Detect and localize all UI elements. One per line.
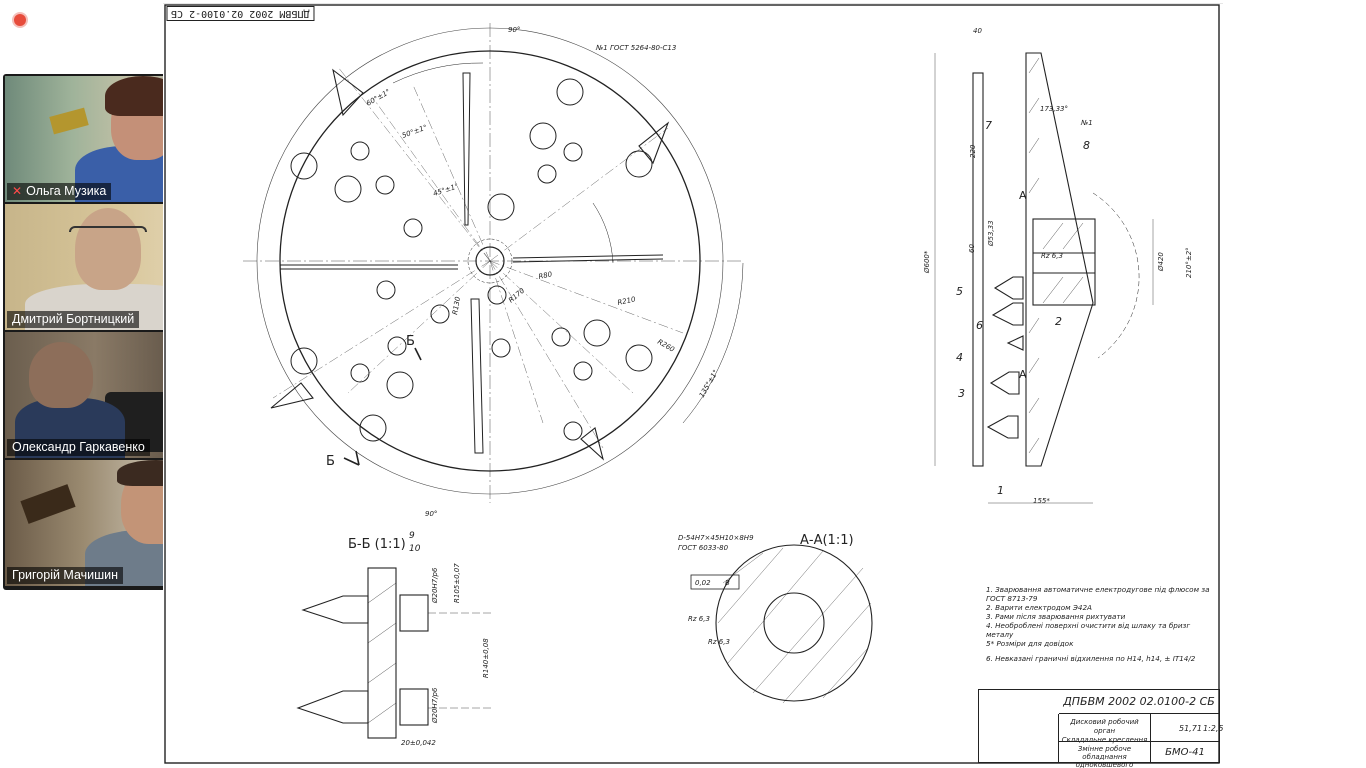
part-7: 7 — [985, 119, 992, 132]
dim-angle60: 60°±1° — [365, 88, 392, 108]
balloon-10: 10 — [409, 544, 421, 554]
participant-name: Григорій Мачишин — [12, 568, 119, 582]
part-4: 4 — [956, 351, 963, 364]
dim-angle210: 210°±2° — [1185, 247, 1193, 278]
section-a-mark-top: A — [1019, 189, 1027, 202]
spline-gost: ГОСТ 6033-80 — [678, 544, 729, 552]
rotated-stamp: ДПБВМ 2002 02.0100-2 СБ — [166, 6, 315, 21]
note-line: 1. Зварювання автоматичне електродуговe … — [986, 585, 1210, 594]
mass-scale-grid: 51,71 1:2,5 — [1151, 714, 1224, 742]
label-b-lower: Б — [326, 454, 335, 469]
roughness-side: Rz 6,3 — [1041, 252, 1063, 260]
part-1: 1 — [997, 484, 1004, 497]
dim-cone-angle: 173,33° — [1040, 105, 1068, 113]
gost-top: №1 ГОСТ 5264-80-С13 — [595, 44, 676, 52]
dim-r130: R130 — [451, 295, 462, 315]
participant-name-tag: Дмитрий Бортницкий — [7, 311, 140, 328]
participant-name-tag: Олександр Гаркавенко — [7, 439, 150, 456]
datum-label: В — [725, 579, 730, 587]
dim-d53: Ø53,33 — [987, 220, 995, 247]
dim-r210: R210 — [617, 295, 637, 307]
dim-220: 220 — [969, 144, 977, 158]
part-5: 5 — [956, 285, 963, 298]
section-aa-title: А-А(1:1) — [800, 533, 854, 548]
dim-20: 20±0,042 — [401, 739, 436, 747]
mass-value: 51,71 — [1179, 724, 1202, 733]
label-b-upper: Б — [406, 334, 415, 349]
section-bb-title: Б-Б (1:1) — [348, 537, 406, 552]
dim-angle90-top: 90° — [508, 26, 520, 34]
part-2: 2 — [1055, 315, 1062, 328]
roughness-aa-2: Rz 6,3 — [708, 638, 730, 646]
recording-indicator-icon — [14, 14, 26, 26]
note-line: 2. Варити електродом Э42А — [986, 603, 1092, 612]
drawing-code: ДПБВМ 2002 02.0100-2 СБ — [1059, 690, 1219, 714]
balloon-9: 9 — [409, 531, 415, 541]
section-a-mark-bottom: A — [1019, 368, 1027, 381]
part-3: 3 — [958, 387, 965, 400]
note-line: 3. Рами після зварювання рихтувати — [986, 612, 1126, 621]
dim-angle90-bottom: 90° — [425, 510, 437, 518]
technical-notes: 1. Зварювання автоматичне електродуговe … — [986, 585, 1210, 663]
drawing-title-block: ДПБВМ 2002 02.0100-2 СБ Дисковий робочий… — [978, 689, 1224, 768]
drawing-canvas: 90° 90° 60°±1° 50°±1° 45°±1° R80 R170 R2… — [163, 3, 1223, 764]
participant-name: Ольга Музика — [26, 184, 107, 198]
group-code: БМО-41 — [1165, 746, 1205, 758]
note-line: 5* Розміри для довідок — [986, 639, 1074, 648]
dim-fit20a: Ø20Н7/р6 — [431, 567, 439, 604]
participant-name-tag: ✕ Ольга Музика — [7, 183, 112, 200]
dim-angle45: 45°±1° — [432, 182, 459, 198]
dim-fit20b: Ø20Н7/р6 — [431, 687, 439, 724]
participant-name-tag: Григорій Мачишин — [7, 567, 124, 584]
note-line: 4. Необроблені поверхні очистити від шла… — [986, 621, 1191, 630]
note-line: ГОСТ 8713-79 — [986, 594, 1038, 603]
section-bb-view — [296, 567, 493, 739]
mic-muted-icon: ✕ — [12, 184, 23, 198]
dim-d600: Ø600* — [923, 250, 931, 274]
dim-r80: R80 — [538, 270, 554, 281]
part-8: 8 — [1083, 139, 1090, 152]
roughness-aa-1: Rz 6,3 — [688, 615, 710, 623]
note-line: металу — [986, 630, 1014, 639]
section-aa-view — [690, 544, 873, 704]
scale-value: 1:2,5 — [1203, 724, 1224, 733]
participant-name: Дмитрий Бортницкий — [12, 312, 135, 326]
signatures-table — [979, 714, 1059, 762]
note-line: 6. Невказані граничні відхилення по Н14,… — [986, 654, 1196, 663]
disc-side-view — [934, 52, 1154, 504]
dim-r170: R170 — [507, 286, 527, 304]
tolerance-value: 0,02 — [695, 579, 711, 587]
weld-mark: №1 — [1080, 119, 1093, 127]
dim-40: 40 — [973, 27, 982, 35]
participant-name: Олександр Гаркавенко — [12, 440, 145, 454]
part-6: 6 — [976, 319, 983, 332]
dim-r140: R140±0,08 — [482, 638, 490, 678]
dim-60: 60 — [968, 244, 976, 253]
dim-r105: R105±0,07 — [453, 563, 461, 603]
technical-drawing-sheet: 90° 90° 60°±1° 50°±1° 45°±1° R80 R170 R2… — [163, 3, 1223, 765]
disc-front-view — [243, 23, 744, 503]
dim-r260: R260 — [656, 338, 676, 354]
spline-spec: D-54Н7×45Н10×8Н9 — [678, 534, 754, 542]
dim-d420: Ø420 — [1157, 252, 1165, 272]
dim-155: 155* — [1033, 497, 1050, 505]
dim-angle50: 50°±1° — [401, 123, 428, 139]
dim-angle135: 135°±1° — [698, 368, 720, 399]
